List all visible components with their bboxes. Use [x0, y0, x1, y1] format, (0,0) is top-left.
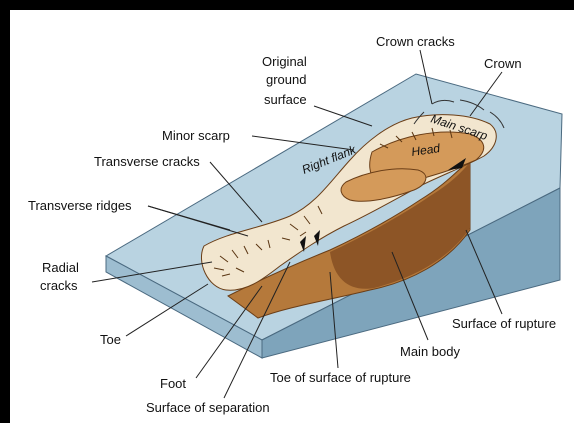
transverse-cracks-label: Transverse cracks: [94, 154, 200, 169]
original-ground-label-1: Original: [262, 54, 307, 69]
foot-label: Foot: [160, 376, 186, 391]
transverse-ridges-label: Transverse ridges: [28, 198, 132, 213]
crown-cracks-label: Crown cracks: [376, 34, 455, 49]
toe-label: Toe: [100, 332, 121, 347]
radial-cracks-label-1: Radial: [42, 260, 79, 275]
minor-scarp-label: Minor scarp: [162, 128, 230, 143]
main-body-label: Main body: [400, 344, 460, 359]
original-ground-label-2: ground: [266, 72, 306, 87]
radial-cracks-label-2: cracks: [40, 278, 78, 293]
surface-of-rupture-label: Surface of rupture: [452, 316, 556, 331]
crown-label: Crown: [484, 56, 522, 71]
original-ground-label-3: surface: [264, 92, 307, 107]
toe-of-surface-of-rupture-label: Toe of surface of rupture: [270, 370, 411, 385]
surface-of-separation-label: Surface of separation: [146, 400, 270, 415]
